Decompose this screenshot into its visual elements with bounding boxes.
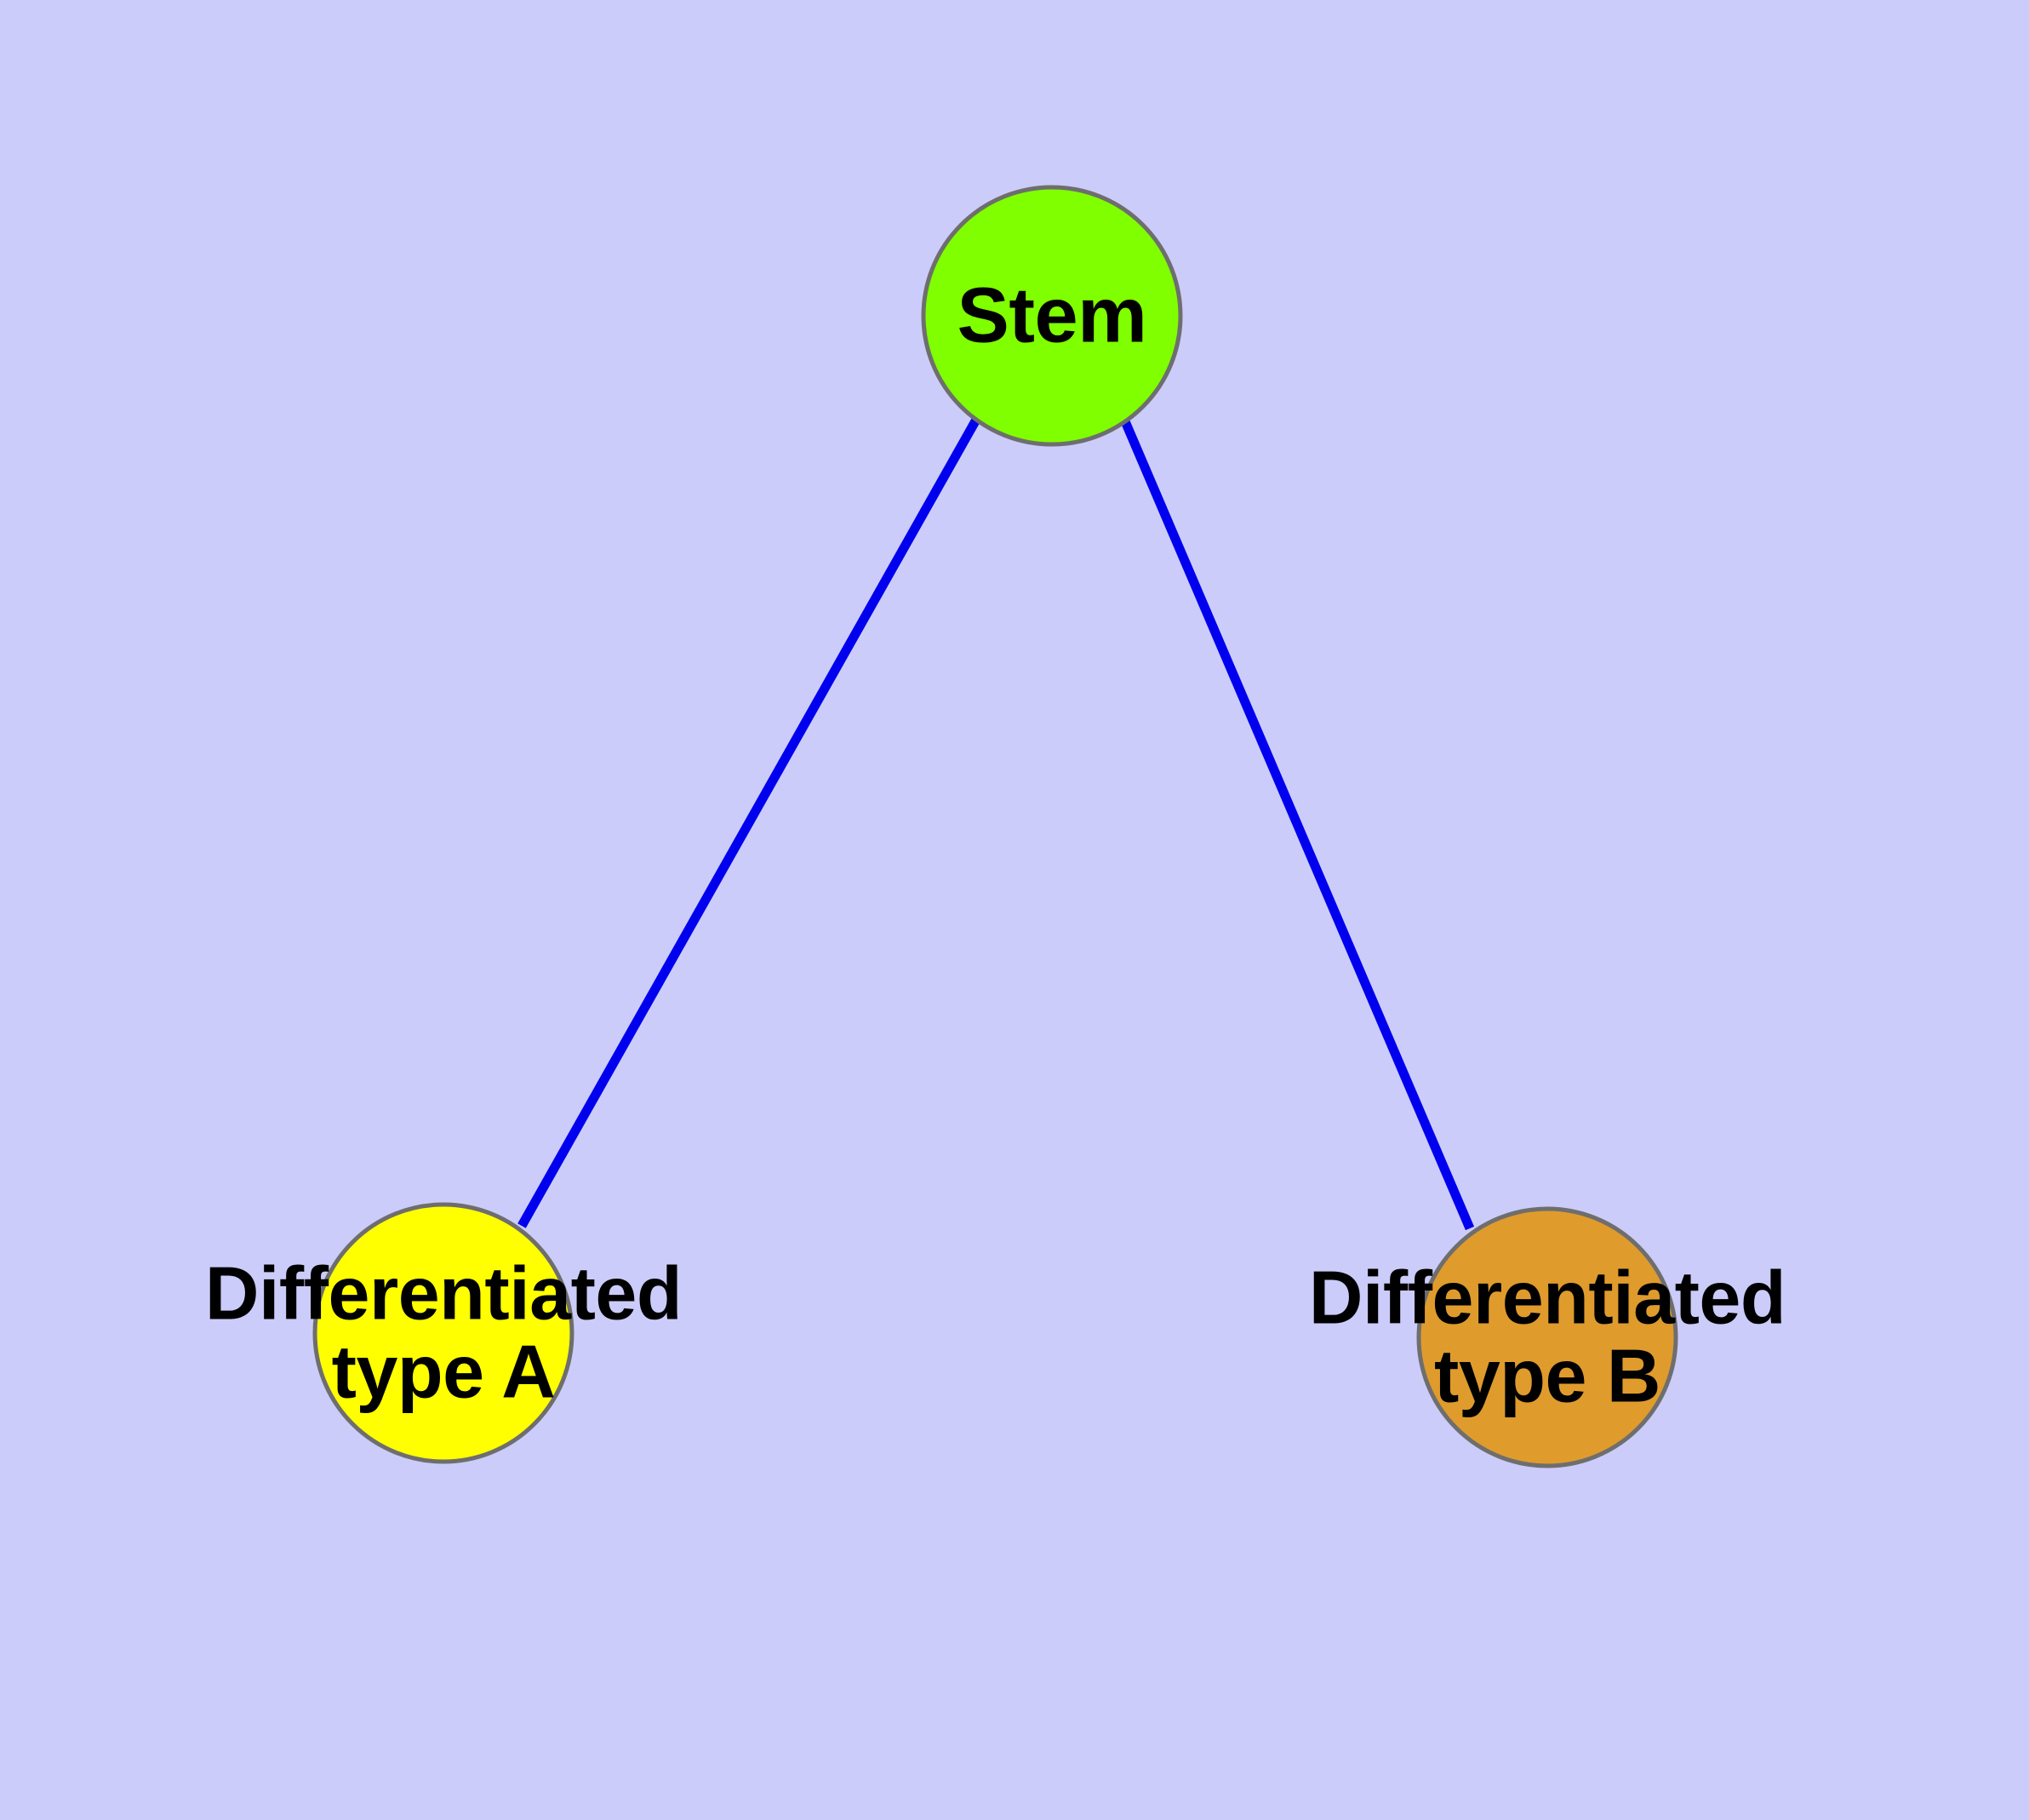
edges-group <box>517 417 1475 1231</box>
node-circle-diff-a[interactable] <box>312 1202 574 1464</box>
edge-stem-to-diff-b[interactable] <box>1120 419 1475 1231</box>
node-circle-diff-b[interactable] <box>1416 1206 1678 1468</box>
nodes-group <box>312 185 1678 1468</box>
edge-stem-to-diff-a[interactable] <box>517 417 980 1228</box>
node-circle-stem[interactable] <box>921 185 1183 447</box>
